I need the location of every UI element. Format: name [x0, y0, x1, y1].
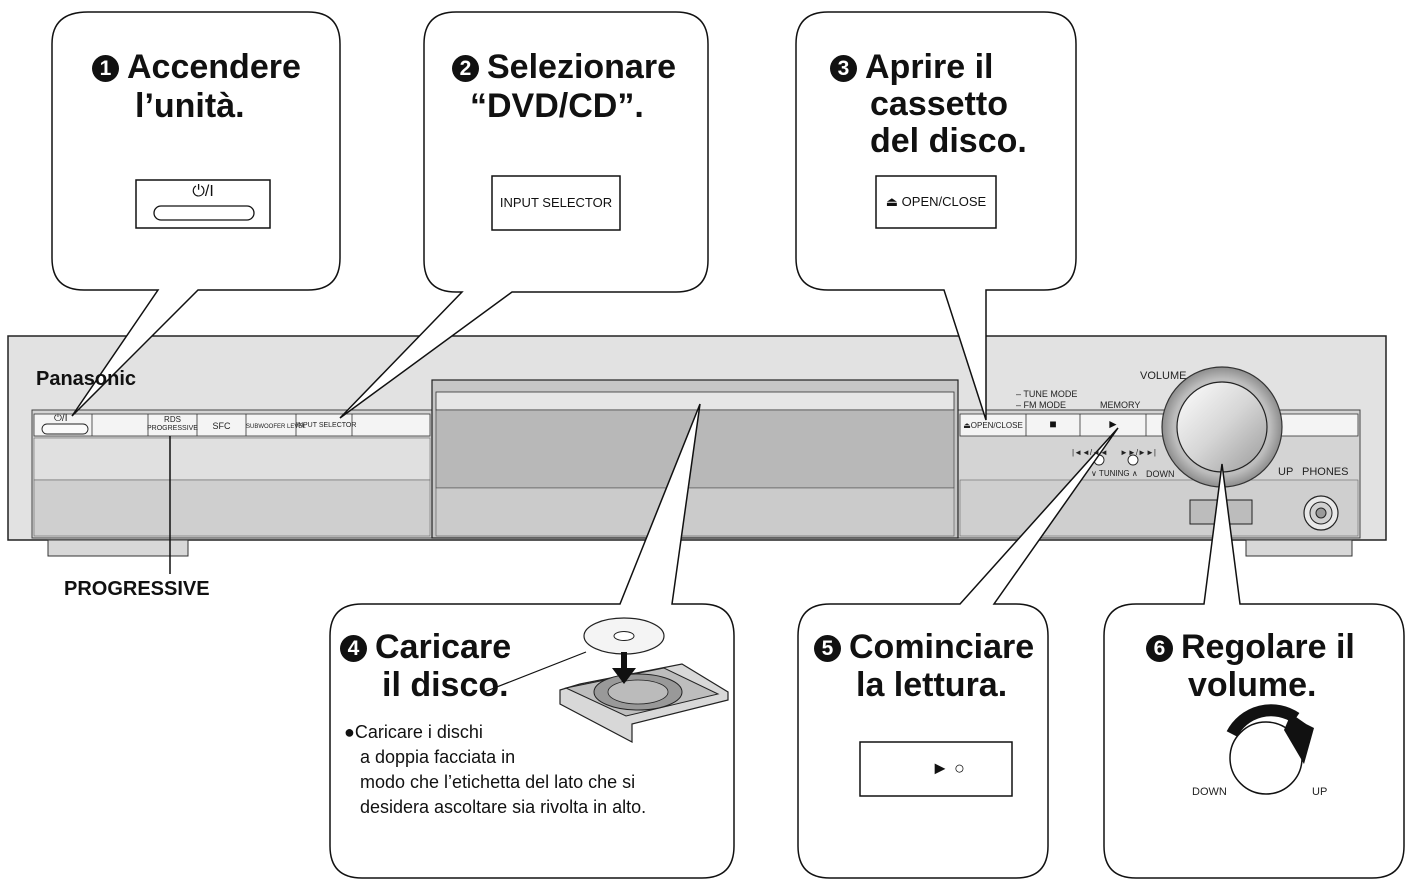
step-4-title-line2: il disco. — [382, 666, 509, 704]
brand-logo: Panasonic — [36, 368, 137, 390]
step-3-title-line3: del disco. — [870, 122, 1027, 160]
knob-up-label: UP — [1312, 786, 1328, 798]
rds-label: RDS — [164, 415, 181, 424]
open-close-button-illustration — [875, 175, 997, 229]
step-4-note-line4: desidera ascoltare sia rivolta in alto. — [360, 797, 647, 817]
volume-up-label: UP — [1278, 466, 1294, 478]
step-4-note-line1: ●Caricare i dischi — [344, 722, 483, 742]
volume-down-label: DOWN — [1146, 469, 1175, 479]
progressive-callout: PROGRESSIVE — [64, 578, 210, 600]
volume-label: VOLUME — [1140, 370, 1187, 382]
progressive-panel-label: PROGRESSIVE — [147, 425, 198, 432]
fm-mode-label: – FM MODE — [1016, 400, 1067, 410]
volume-knob-illustration — [1226, 704, 1314, 795]
play-panel-button: ► — [1107, 417, 1119, 431]
callout-bubble-4 — [329, 403, 735, 879]
step-5-title-line2: la lettura. — [856, 666, 1008, 704]
step-1-title-line2: l’unità. — [135, 87, 245, 125]
disc-loading-illustration — [559, 617, 729, 743]
step-6-title-line2: volume. — [1188, 666, 1317, 704]
step-5-number: 5 — [814, 635, 841, 662]
play-button-label: ► ○ — [931, 758, 965, 778]
disc-leader-line — [483, 651, 587, 693]
power-button-label: ⏻/I — [192, 183, 214, 200]
play-button-illustration — [859, 741, 1013, 797]
input-selector-button-illustration — [491, 175, 621, 231]
stop-panel-button: ■ — [1049, 417, 1057, 431]
power-panel-label: ⏻/I — [54, 413, 68, 424]
step-4-note-line2: a doppia facciata in — [360, 747, 516, 767]
phones-label: PHONES — [1302, 466, 1349, 478]
knob-down-label: DOWN — [1192, 786, 1227, 798]
open-close-label: ⏏ OPEN/CLOSE — [885, 194, 987, 209]
skip-forward-label: ►►/►►| — [1120, 448, 1156, 457]
memory-label: MEMORY — [1100, 400, 1141, 410]
step-4-note-line3: modo che l’etichetta del lato che si — [360, 772, 636, 792]
step-2-title-line2: “DVD/CD”. — [470, 87, 644, 125]
subwoofer-level-label: SUBWOOFER LEVEL — [246, 424, 306, 430]
step-3-title-line2: cassetto — [870, 85, 1008, 123]
tuning-label: ∨ TUNING ∧ — [1091, 469, 1138, 478]
step-3-number: 3 — [830, 55, 857, 82]
callout-bubble-6 — [1103, 463, 1405, 879]
unit-front-panel — [7, 335, 1387, 557]
tune-mode-label: – TUNE MODE — [1016, 389, 1078, 399]
step-1-number: 1 — [92, 55, 119, 82]
input-selector-label: INPUT SELECTOR — [499, 195, 613, 210]
step-6-number: 6 — [1146, 635, 1173, 662]
skip-back-label: |◄◄/◄◄ — [1072, 448, 1108, 457]
sfc-label: SFC — [212, 421, 231, 431]
open-close-panel-label: ⏏OPEN/CLOSE — [963, 421, 1023, 430]
step-4-number: 4 — [340, 635, 367, 662]
input-selector-panel-label: INPUT SELECTOR — [296, 422, 357, 429]
step-2-number: 2 — [452, 55, 479, 82]
